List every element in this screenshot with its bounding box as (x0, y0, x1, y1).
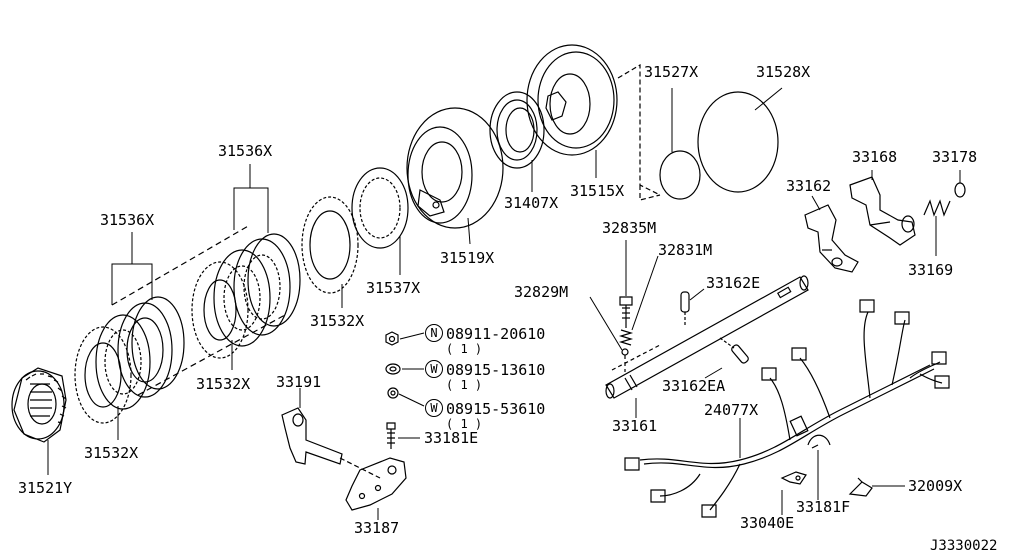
wire-harness-24077 (625, 300, 949, 517)
label-31536-top: 31536X (218, 142, 273, 160)
fastener-symbol-n: N (425, 324, 443, 342)
clutch-plate-left-1 (75, 327, 131, 423)
label-31407: 31407X (504, 194, 559, 212)
washer-08915-2 (388, 388, 398, 398)
washer-08915-1 (386, 364, 400, 374)
fastener-code-08915-13610: 08915-13610 (446, 361, 546, 379)
o-ring-31528 (698, 92, 778, 192)
label-31527: 31527X (644, 63, 699, 81)
ball-32829 (622, 349, 628, 355)
clip-33181F (808, 435, 830, 448)
o-ring-dashed-guide (618, 65, 660, 200)
fastener-code-08915-53610: 08915-53610 (446, 400, 546, 418)
label-24077: 24077X (704, 401, 759, 419)
spring-32831 (621, 330, 631, 345)
label-33191: 33191 (276, 373, 322, 391)
label-33162EA: 33162EA (662, 377, 726, 395)
label-31537: 31537X (366, 279, 421, 297)
fastener-code-08911: 08911-20610 (446, 325, 546, 343)
ball-dashed-guide (612, 345, 660, 372)
fastener-symbol-w-1: W (425, 360, 443, 378)
label-33169: 33169 (908, 261, 954, 279)
label-33178: 33178 (932, 148, 978, 166)
label-32831: 32831M (658, 241, 713, 259)
label-33168: 33168 (852, 148, 898, 166)
clutch-plate-center-4 (248, 234, 300, 326)
piston-31519 (407, 108, 503, 228)
label-31521: 31521Y (18, 479, 73, 497)
clutch-plate-center-2 (214, 250, 270, 346)
label-31532-left: 31532X (84, 444, 139, 462)
label-31532-center: 31532X (196, 375, 251, 393)
clutch-plate-31532-single (302, 197, 358, 293)
fastener-qty-1: ( 1 ) (446, 342, 483, 356)
bolt-32835 (620, 297, 632, 328)
shift-fork-33162 (805, 205, 858, 272)
leader-lines (48, 88, 960, 520)
spring-33169 (924, 201, 950, 215)
shift-fork-33168 (850, 177, 915, 245)
pin-33162EA (720, 338, 749, 364)
label-32835: 32835M (602, 219, 657, 237)
clutch-plate-left-2 (96, 315, 150, 409)
retainer-31515 (527, 45, 617, 155)
label-33162: 33162 (786, 177, 832, 195)
label-31532-mid: 31532X (310, 312, 365, 330)
label-33187: 33187 (354, 519, 400, 537)
bracket-33187 (346, 458, 406, 510)
fastener-qty-3: ( 1 ) (446, 417, 483, 431)
bolt-33181E (387, 423, 395, 449)
label-32829: 32829M (514, 283, 569, 301)
label-31528: 31528X (756, 63, 811, 81)
clutch-plate-center-1 (192, 262, 248, 358)
ring-33178 (955, 183, 965, 197)
o-ring-31527 (660, 151, 700, 199)
label-32009: 32009X (908, 477, 963, 495)
clutch-plate-left-4 (132, 297, 184, 389)
fastener-qty-2: ( 1 ) (446, 378, 483, 392)
clutch-hub-part (12, 368, 66, 442)
clip-33040E (782, 472, 806, 484)
lever-33191 (282, 408, 380, 478)
seal-31407 (490, 92, 544, 168)
pin-33162E (681, 292, 689, 325)
clutch-drum-outline (112, 225, 285, 395)
label-31515: 31515X (570, 182, 625, 200)
fastener-symbol-w-2: W (425, 399, 443, 417)
diagram-id: J3330022 (930, 538, 998, 554)
label-33181F: 33181F (796, 498, 851, 516)
label-33161: 33161 (612, 417, 658, 435)
clutch-plate-31537 (352, 168, 408, 248)
clip-32009 (850, 478, 872, 496)
label-31536-left: 31536X (100, 211, 155, 229)
nut-08911 (386, 332, 398, 345)
label-33162E: 33162E (706, 274, 761, 292)
label-31519: 31519X (440, 249, 495, 267)
label-33181E: 33181E (424, 429, 479, 447)
shift-rod-33161 (606, 276, 808, 398)
label-33040E: 33040E (740, 514, 795, 532)
